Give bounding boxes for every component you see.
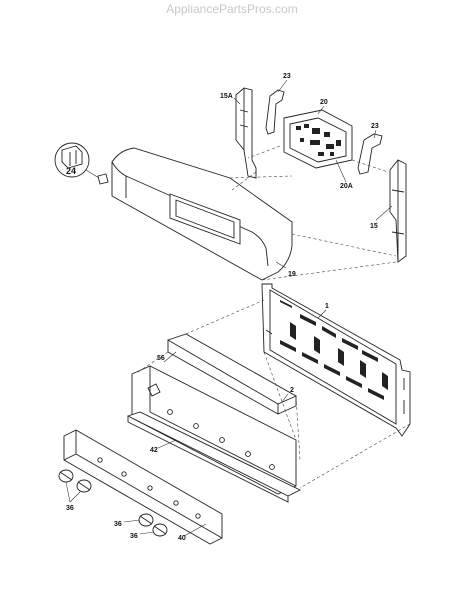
part-2-manifold-panel[interactable]: [131, 365, 297, 495]
part-20-control-board[interactable]: [283, 109, 353, 169]
callout-2: 2: [290, 387, 294, 394]
callout-19: 19: [288, 271, 296, 278]
part-19-control-panel[interactable]: [111, 147, 293, 281]
callout-1: 1: [325, 303, 329, 310]
part-23-left-bracket[interactable]: [265, 89, 285, 135]
callout-24: 24: [66, 166, 76, 176]
callout-40: 40: [178, 535, 186, 542]
callout-15a: 15A: [220, 93, 233, 100]
callout-42: 42: [150, 447, 158, 454]
callout-20: 20: [320, 99, 328, 106]
part-23-right-bracket[interactable]: [357, 133, 383, 175]
part-36-knob[interactable]: [152, 523, 168, 537]
part-1-rear-panel[interactable]: [261, 283, 411, 437]
callout-15: 15: [370, 223, 378, 230]
part-15-end-bracket[interactable]: [389, 159, 407, 263]
site-watermark: AppliancePartsPros.com: [166, 2, 298, 16]
callout-36: 36: [66, 505, 74, 512]
part-36-knob[interactable]: [76, 479, 92, 493]
callout-36: 36: [114, 521, 122, 528]
callout-36: 36: [130, 533, 138, 540]
part-24-clip[interactable]: [54, 142, 109, 185]
part-36-knob[interactable]: [58, 469, 74, 483]
callout-56: 56: [157, 355, 165, 362]
part-15a-end-bracket[interactable]: [235, 87, 257, 179]
callout-23: 23: [283, 73, 291, 80]
part-40-bezel[interactable]: [63, 429, 223, 545]
part-36-knob[interactable]: [138, 513, 154, 527]
callout-20a: 20A: [340, 183, 353, 190]
part-42-bracket[interactable]: [126, 411, 302, 503]
callout-23: 23: [371, 123, 379, 130]
